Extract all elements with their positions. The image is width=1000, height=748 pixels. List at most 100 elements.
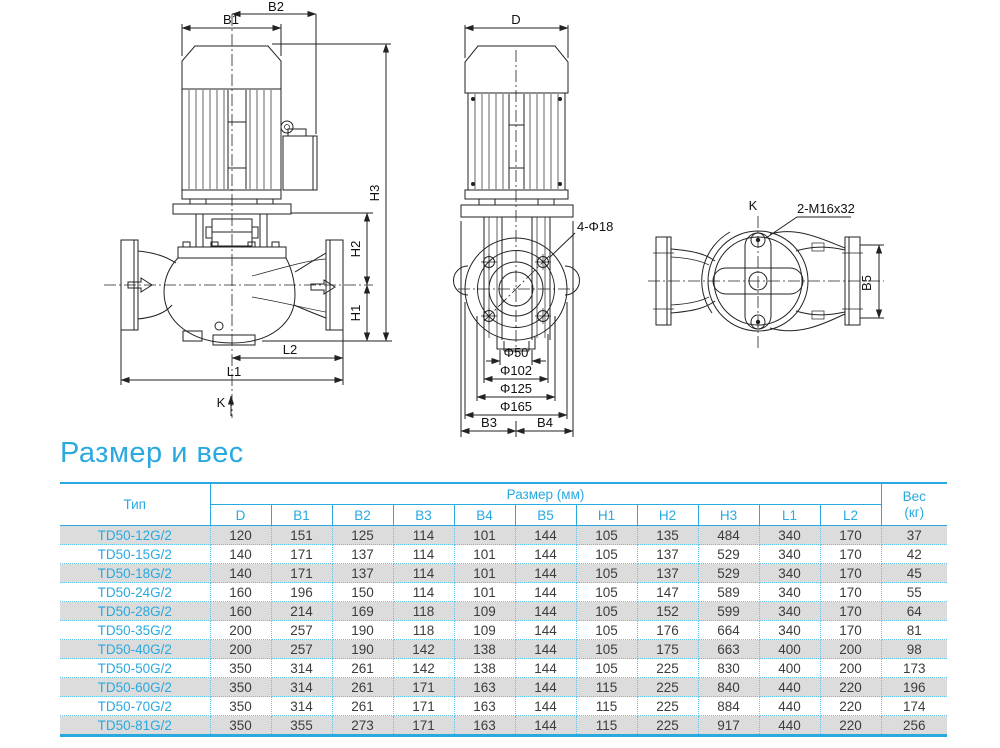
dimension-value-cell: 175 bbox=[636, 639, 699, 659]
dimension-value-cell: 137 bbox=[636, 544, 699, 564]
dimension-value-cell: 314 bbox=[270, 696, 333, 716]
dimension-value-cell: 115 bbox=[575, 696, 638, 716]
dimension-value-cell: 144 bbox=[514, 525, 577, 545]
dimension-value-cell: 176 bbox=[636, 620, 699, 640]
dim-label-h2: H2 bbox=[348, 241, 363, 258]
dimension-value-cell: 200 bbox=[819, 658, 882, 678]
dimension-value-cell: 140 bbox=[209, 544, 272, 564]
flange-bolt-holes bbox=[481, 254, 551, 324]
flow-arrow-right bbox=[310, 279, 336, 295]
dimension-value-cell: 142 bbox=[392, 658, 455, 678]
dimension-value-cell: 170 bbox=[819, 563, 882, 583]
dimension-value-cell: 160 bbox=[209, 582, 272, 602]
weight-value-cell: 174 bbox=[880, 696, 947, 716]
dimension-value-cell: 190 bbox=[331, 639, 394, 659]
pump-technical-drawing: B1 B2 H3 H2 H1 L2 L1 K bbox=[104, 0, 884, 437]
dimension-value-cell: 170 bbox=[819, 525, 882, 545]
weight-value-cell: 173 bbox=[880, 658, 947, 678]
dim-column-header: L2 bbox=[819, 504, 881, 526]
dimension-value-cell: 125 bbox=[331, 525, 394, 545]
dimension-value-cell: 355 bbox=[270, 715, 333, 736]
dimension-value-cell: 171 bbox=[270, 563, 333, 583]
dimension-value-cell: 314 bbox=[270, 658, 333, 678]
dimension-value-cell: 350 bbox=[209, 658, 272, 678]
col-header-type: Тип bbox=[60, 483, 211, 526]
dimension-value-cell: 101 bbox=[453, 582, 516, 602]
dimension-value-cell: 663 bbox=[697, 639, 760, 659]
dimension-value-cell: 190 bbox=[331, 620, 394, 640]
dimension-value-cell: 160 bbox=[209, 601, 272, 621]
col-header-size-group: Размер (мм) bbox=[210, 483, 881, 505]
dimension-value-cell: 135 bbox=[636, 525, 699, 545]
dimension-value-cell: 144 bbox=[514, 563, 577, 583]
pump-type-cell: TD50-18G/2 bbox=[60, 563, 211, 583]
header-row-top: Тип Размер (мм) Вес (кг) bbox=[60, 483, 947, 526]
dimension-value-cell: 101 bbox=[453, 544, 516, 564]
dimension-value-cell: 484 bbox=[697, 525, 760, 545]
weight-value-cell: 196 bbox=[880, 677, 947, 697]
dimension-value-cell: 105 bbox=[575, 639, 638, 659]
dim-label-b4: B4 bbox=[537, 415, 553, 430]
dimension-value-cell: 138 bbox=[453, 658, 516, 678]
dimension-value-cell: 144 bbox=[514, 677, 577, 697]
dimension-value-cell: 171 bbox=[392, 715, 455, 736]
dimension-value-cell: 150 bbox=[331, 582, 394, 602]
dim-label-d125: Φ125 bbox=[500, 381, 532, 396]
dim-column-header: B4 bbox=[453, 504, 515, 526]
dimension-value-cell: 137 bbox=[331, 563, 394, 583]
dimension-value-cell: 105 bbox=[575, 525, 638, 545]
dimension-value-cell: 140 bbox=[209, 563, 272, 583]
dimension-value-cell: 120 bbox=[209, 525, 272, 545]
dimension-value-cell: 225 bbox=[636, 696, 699, 716]
dim-column-header: H1 bbox=[575, 504, 637, 526]
dim-column-header: H2 bbox=[636, 504, 698, 526]
weight-value-cell: 37 bbox=[880, 525, 947, 545]
dim-column-header: B3 bbox=[392, 504, 454, 526]
section-title: Размер и вес bbox=[60, 437, 244, 469]
dimension-value-cell: 115 bbox=[575, 715, 638, 736]
dimension-value-cell: 440 bbox=[758, 677, 821, 697]
dimension-value-cell: 340 bbox=[758, 544, 821, 564]
dimension-value-cell: 105 bbox=[575, 544, 638, 564]
dimension-value-cell: 138 bbox=[453, 639, 516, 659]
dimension-value-cell: 137 bbox=[636, 563, 699, 583]
pump-type-cell: TD50-50G/2 bbox=[60, 658, 211, 678]
dimension-value-cell: 114 bbox=[392, 525, 455, 545]
dimension-value-cell: 200 bbox=[819, 639, 882, 659]
dimension-value-cell: 257 bbox=[270, 639, 333, 659]
dimension-value-cell: 400 bbox=[758, 639, 821, 659]
dimension-value-cell: 340 bbox=[758, 582, 821, 602]
dim-label-d: D bbox=[511, 12, 520, 27]
dimension-value-cell: 114 bbox=[392, 563, 455, 583]
dimension-value-cell: 440 bbox=[758, 715, 821, 736]
dimension-value-cell: 171 bbox=[392, 677, 455, 697]
weight-value-cell: 45 bbox=[880, 563, 947, 583]
dim-label-bolts: 2-M16x32 bbox=[797, 201, 855, 216]
pump-type-cell: TD50-15G/2 bbox=[60, 544, 211, 564]
dim-label-bolt-holes: 4-Φ18 bbox=[577, 219, 613, 234]
dimension-value-cell: 400 bbox=[758, 658, 821, 678]
weight-value-cell: 55 bbox=[880, 582, 947, 602]
dimension-value-cell: 109 bbox=[453, 601, 516, 621]
dimension-value-cell: 340 bbox=[758, 601, 821, 621]
dimension-value-cell: 118 bbox=[392, 620, 455, 640]
dimension-value-cell: 840 bbox=[697, 677, 760, 697]
dim-column-header: D bbox=[210, 504, 271, 526]
flow-arrow-left bbox=[127, 277, 153, 293]
col-header-weight: Вес (кг) bbox=[880, 483, 947, 526]
dimension-value-cell: 109 bbox=[453, 620, 516, 640]
dimension-value-cell: 917 bbox=[697, 715, 760, 736]
dim-label-h1: H1 bbox=[348, 305, 363, 322]
weight-value-cell: 64 bbox=[880, 601, 947, 621]
dimension-value-cell: 200 bbox=[209, 639, 272, 659]
pump-type-cell: TD50-81G/2 bbox=[60, 715, 211, 736]
dimension-value-cell: 261 bbox=[331, 677, 394, 697]
dim-label-b2: B2 bbox=[268, 0, 284, 14]
